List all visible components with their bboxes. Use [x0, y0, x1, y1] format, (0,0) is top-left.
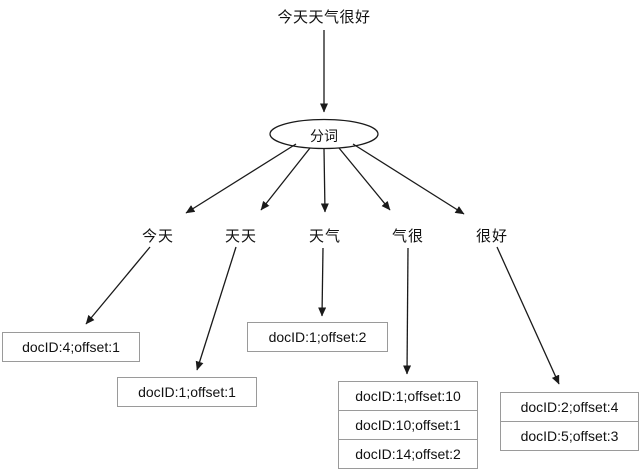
arrow-term-4-to-postings — [496, 246, 560, 385]
arrow-segmenter-to-term-4 — [352, 143, 465, 215]
term-label-henhao: 很好 — [475, 228, 508, 245]
posting-entry: docID:1;offset:2 — [268, 329, 367, 345]
posting-entry: docID:1;offset:1 — [138, 384, 236, 400]
term-label-tianqi: 天气 — [308, 228, 341, 245]
segmenter-ellipse — [269, 118, 379, 150]
arrow-term-2-to-postings — [318, 247, 327, 317]
posting-entry: docID:2;offset:4 — [520, 399, 619, 415]
postings-box-jintian: docID:4;offset:1 — [2, 332, 140, 362]
posting-entry: docID:1;offset:10 — [355, 388, 461, 404]
arrow-term-3-to-postings — [403, 247, 412, 375]
postings-box-tiantian: docID:1;offset:1 — [117, 377, 257, 407]
term-label-tiantian: 天天 — [224, 228, 257, 245]
input-sentence-label: 今天天气很好 — [277, 9, 371, 26]
posting-entry: docID:4;offset:1 — [22, 339, 120, 355]
posting-entry: docID:5;offset:3 — [501, 421, 638, 450]
arrow-segmenter-to-term-1 — [260, 147, 311, 211]
arrow-segmenter-to-term-2 — [320, 148, 329, 213]
arrow-term-1-to-postings — [195, 246, 237, 371]
posting-entry: docID:14;offset:2 — [339, 439, 477, 468]
posting-entry: docID:10;offset:1 — [339, 410, 477, 439]
arrow-segmenter-to-term-3 — [338, 147, 391, 211]
term-label-jintian: 今天 — [141, 228, 174, 245]
postings-box-qihen: docID:1;offset:10 docID:10;offset:1 docI… — [338, 381, 478, 469]
arrow-segmenter-to-term-0 — [185, 143, 297, 214]
postings-box-tianqi: docID:1;offset:2 — [247, 322, 388, 352]
term-label-qihen: 气很 — [391, 228, 424, 245]
segmenter-label: 分词 — [310, 128, 338, 144]
postings-box-henhao: docID:2;offset:4 docID:5;offset:3 — [500, 392, 639, 451]
arrow-term-0-to-postings — [85, 246, 151, 325]
